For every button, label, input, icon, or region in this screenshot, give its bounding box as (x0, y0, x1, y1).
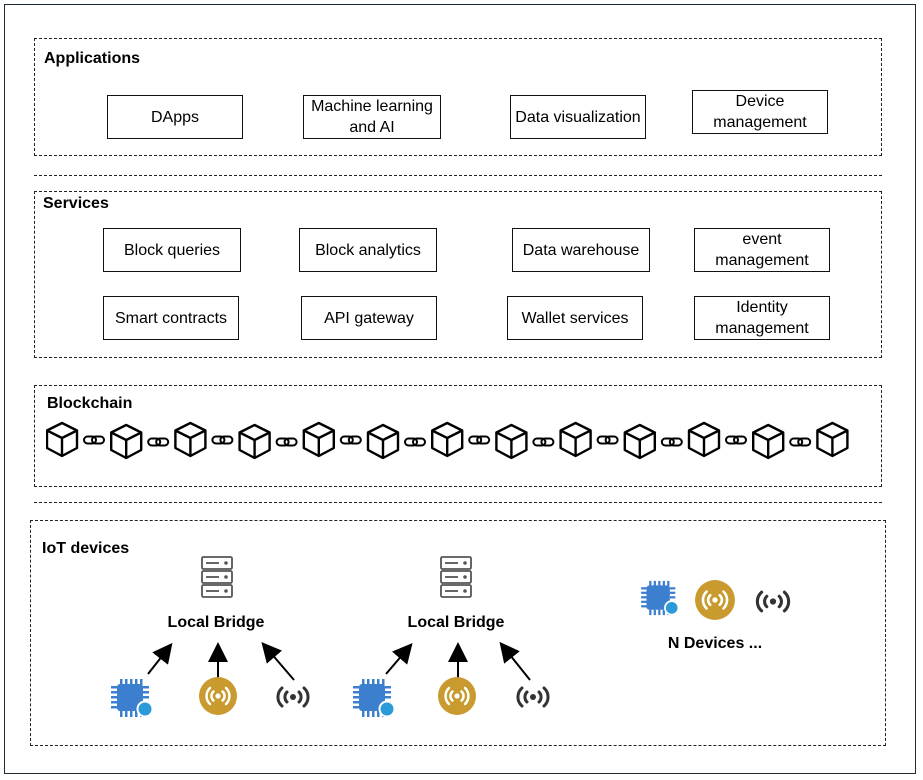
block-cube-icon (623, 423, 656, 460)
server-icon (440, 556, 472, 598)
microchip-icon (111, 679, 154, 718)
block-cube-icon (495, 423, 528, 460)
local-bridge-label-1: Local Bridge (167, 614, 265, 631)
wireless-signal-icon (276, 686, 310, 708)
block-cube-icon (238, 423, 271, 460)
services-layer: Services (34, 191, 882, 358)
block-cube-icon (109, 423, 143, 460)
block-cube-icon (46, 421, 79, 458)
sensor-icon (199, 677, 237, 715)
sensor-icon (438, 677, 476, 715)
blockchain-title: Blockchain (47, 395, 133, 412)
microchip-icon (641, 580, 680, 616)
applications-layer: Applications (34, 38, 882, 156)
blockchain-layer: Blockchain (34, 385, 882, 487)
applications-title: Applications (44, 50, 141, 67)
block-cube-icon (366, 423, 400, 460)
chain-link-icon (211, 435, 234, 445)
block-cube-icon (752, 423, 785, 460)
chain-link-icon (147, 437, 170, 447)
service-box-identity-management: Identity management (694, 296, 830, 340)
iot-devices-title: IoT devices (42, 540, 130, 557)
service-box-block-queries: Block queries (103, 228, 241, 272)
chain-link-icon (275, 437, 298, 447)
block-cube-icon (559, 421, 592, 458)
service-box-smart-contracts: Smart contracts (103, 296, 239, 340)
iot-devices-layer: IoT devices (30, 520, 886, 746)
arrow-icon (147, 641, 295, 681)
wireless-signal-icon (755, 590, 791, 613)
chain-link-icon (83, 435, 105, 445)
app-box-device-management: Device management (692, 90, 828, 134)
app-box-dapps: DApps (107, 95, 243, 139)
diagram-frame (4, 4, 916, 774)
blockchain-chain (46, 421, 849, 460)
service-box-data-warehouse: Data warehouse (512, 228, 650, 272)
server-icon (201, 556, 233, 598)
app-box-data-visualization: Data visualization (510, 95, 646, 139)
chain-link-icon (339, 435, 362, 445)
local-bridge-label-2: Local Bridge (407, 614, 505, 631)
chain-link-icon (404, 437, 426, 447)
block-cube-icon (816, 421, 849, 458)
app-box-ml-ai: Machine learning and AI (303, 95, 441, 139)
separator-1 (34, 175, 882, 176)
arrow-icon (385, 641, 531, 681)
block-cube-icon (302, 421, 335, 458)
wireless-signal-icon (516, 686, 550, 708)
block-cube-icon (431, 421, 464, 458)
chain-link-icon (532, 437, 555, 447)
service-box-block-analytics: Block analytics (299, 228, 437, 272)
chain-link-icon (468, 435, 491, 445)
chain-link-icon (789, 437, 812, 447)
sensor-icon (695, 580, 735, 620)
block-cube-icon (174, 421, 207, 458)
chain-link-icon (660, 437, 683, 447)
n-devices-label: N Devices ... (667, 635, 763, 652)
microchip-icon (353, 679, 396, 718)
block-cube-icon (687, 421, 721, 458)
service-box-event-management: event management (694, 228, 830, 272)
separator-2 (34, 502, 882, 503)
chain-link-icon (596, 435, 619, 445)
services-title: Services (43, 195, 109, 212)
service-box-api-gateway: API gateway (301, 296, 437, 340)
service-box-wallet-services: Wallet services (507, 296, 643, 340)
chain-link-icon (725, 435, 747, 445)
